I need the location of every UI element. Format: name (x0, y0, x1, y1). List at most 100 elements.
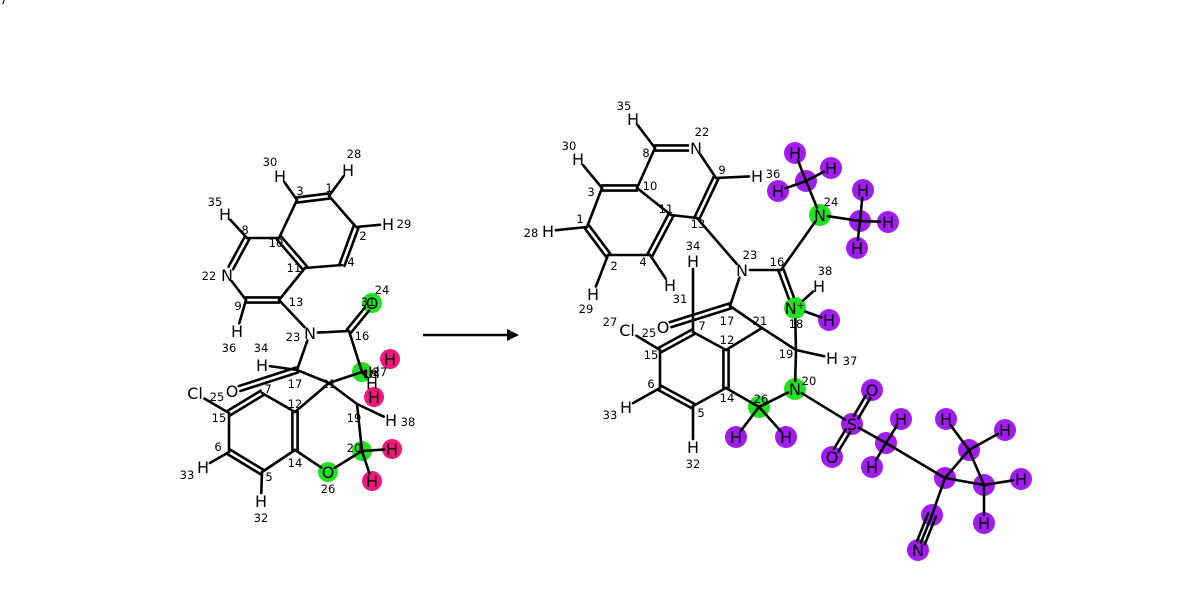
product-atom-symbol-h26b: H (780, 428, 792, 447)
reactant-bond-r7-r12 (260, 391, 297, 414)
product-atom-index-21: 21 (753, 314, 768, 328)
reactant-bond-r9-r36 (237, 298, 248, 325)
reactant-atom-index-20: 20 (347, 441, 362, 455)
reactant-bonds (203, 175, 386, 495)
product-atom-symbol-c3b: H (999, 421, 1011, 440)
reactant-atom-symbol-r42: H (366, 472, 378, 491)
product-bond-p1-p28 (554, 225, 589, 232)
reactant-atom-symbol-r34: H (256, 356, 268, 375)
product-atom-index-32: 32 (686, 457, 701, 471)
product-atom-index-38: 38 (818, 264, 833, 278)
reactant-atom-index-10: 10 (269, 236, 284, 250)
product-bond-p20-s1 (800, 391, 847, 422)
product-highlight-p24 (809, 204, 831, 226)
reactant-atom-symbol-r23: N (304, 324, 316, 343)
reactant-bond-r15-r25 (203, 397, 231, 415)
reactant-bond-r23-r16 (316, 329, 351, 334)
product-highlight-p18 (784, 297, 806, 319)
reactant-atom-symbol-r37: H (368, 388, 380, 407)
product-atom-symbol-s1o1: O (866, 381, 879, 400)
product-bond-s1-s1o2-0 (837, 430, 852, 453)
reactant-bond-r8-r35 (229, 218, 249, 240)
reactant-atom-index-2: 2 (359, 229, 366, 243)
reactant-bond-r17-r21 (295, 368, 331, 385)
reactant-atom-symbol-r41: H (386, 440, 398, 459)
reactant-molecule: 123456789101112131415161718192021N22N23O… (0, 0, 415, 525)
product-atom-symbol-p37: H (826, 349, 838, 368)
reactant-atom-symbol-r33: H (197, 458, 209, 477)
product-atom-index-25: 25 (642, 326, 657, 340)
product-atom-symbol-p34: H (687, 252, 699, 271)
product-bond-m1-m1a (796, 159, 808, 183)
product-bond-p26-p14 (724, 386, 761, 409)
reactant-atom-index-4: 4 (347, 255, 354, 269)
product-atom-symbol-p25: Cl (619, 321, 635, 340)
product-atom-symbol-p24: N (814, 206, 826, 225)
product-atom-index-17: 17 (720, 314, 735, 328)
reactant-atom-index-28: 28 (347, 147, 362, 161)
product-bond-p16-p24 (779, 220, 817, 272)
product-atom-symbol-c4a: H (1015, 470, 1027, 489)
product-bond-s1-s1o1-0 (852, 394, 868, 418)
reactant-bond-r20-r42 (360, 449, 371, 475)
product-atom-symbol-p38: H (813, 277, 825, 296)
product-highlight-m2b (877, 211, 899, 233)
product-highlight-c3b (994, 419, 1016, 441)
product-atom-index-34: 34 (686, 239, 701, 253)
reactant-bond-r20-r41 (360, 448, 386, 453)
product-bond-c1-c2 (884, 441, 947, 480)
product-bond-c4-c4a (982, 478, 1015, 487)
reactant-atom-symbol-r39: H (368, 363, 380, 382)
product-highlight-c1a (890, 408, 912, 430)
reactant-bond-r2-r4-1 (338, 224, 355, 266)
product-bond-p18-p38 (801, 290, 815, 302)
product-atom-index-23: 23 (743, 248, 758, 262)
reactant-bond-r3-r1-1 (296, 197, 331, 204)
reactant-highlight-r42 (362, 471, 382, 491)
product-atom-index-29: 29 (579, 302, 594, 316)
product-bond-p23-p17 (728, 276, 741, 308)
reactant-highlight-r24 (362, 293, 382, 313)
reactant-atom-symbol-r40: H (384, 350, 396, 369)
reactant-atom-symbol-r36: H (231, 322, 243, 341)
product-bond-p7-p12 (691, 330, 728, 352)
product-atom-symbol-s1o2: O (826, 448, 839, 467)
reactant-atom-index-6: 6 (214, 440, 221, 454)
product-atom-index-6: 6 (647, 377, 654, 391)
reactant-atom-index-15: 15 (212, 411, 227, 425)
product-bond-p2-p29 (594, 253, 610, 288)
reactant-atom-index-25: 25 (210, 390, 225, 404)
reactant-bond-r20-r26 (333, 449, 364, 470)
product-highlight-c4b (973, 512, 995, 534)
reactant-atom-index-35: 35 (208, 195, 223, 209)
product-bond-p17-p21 (728, 304, 764, 330)
product-atom-symbol-p41: H (823, 311, 835, 330)
product-bond-p19-p20 (793, 348, 798, 383)
product-bond-p16-p18-1 (777, 269, 791, 300)
product-atom-index-35: 35 (617, 99, 632, 113)
product-atom-symbol-c4b: H (978, 514, 990, 533)
product-atom-index-7: 7 (698, 319, 705, 333)
product-bond-s1-s1o1-1 (856, 396, 872, 420)
product-atom-index-4: 4 (639, 255, 646, 269)
product-atom-index-28: 28 (524, 226, 539, 240)
reactant-bond-r17-r34 (268, 364, 299, 372)
product-bond-p5-p6-1 (659, 384, 696, 406)
product-atom-symbol-c1b: H (866, 458, 878, 477)
reactant-atom-index-22: 22 (202, 269, 217, 283)
product-atom-symbol-c1a: H (895, 410, 907, 429)
reactant-bond-r2-r4-0 (343, 226, 360, 268)
reactant-atom-index-23: 23 (286, 330, 301, 344)
product-atom-symbol-p35: H (627, 110, 639, 129)
reactant-bond-r23-r17 (295, 339, 309, 372)
reactant-atom-symbol-r27: H (366, 374, 378, 393)
product-highlight-m1b (820, 157, 842, 179)
product-bond-c5-n5-2 (915, 512, 930, 543)
product-bond-p1-p2-1 (583, 227, 608, 258)
reactant-atom-index-38: 38 (401, 415, 416, 429)
reactant-highlight-r40 (380, 349, 400, 369)
reactant-bond-r14-r5 (260, 448, 297, 474)
product-atom-index-8: 8 (642, 146, 649, 160)
reactant-atom-symbol-r22: N (221, 266, 233, 285)
